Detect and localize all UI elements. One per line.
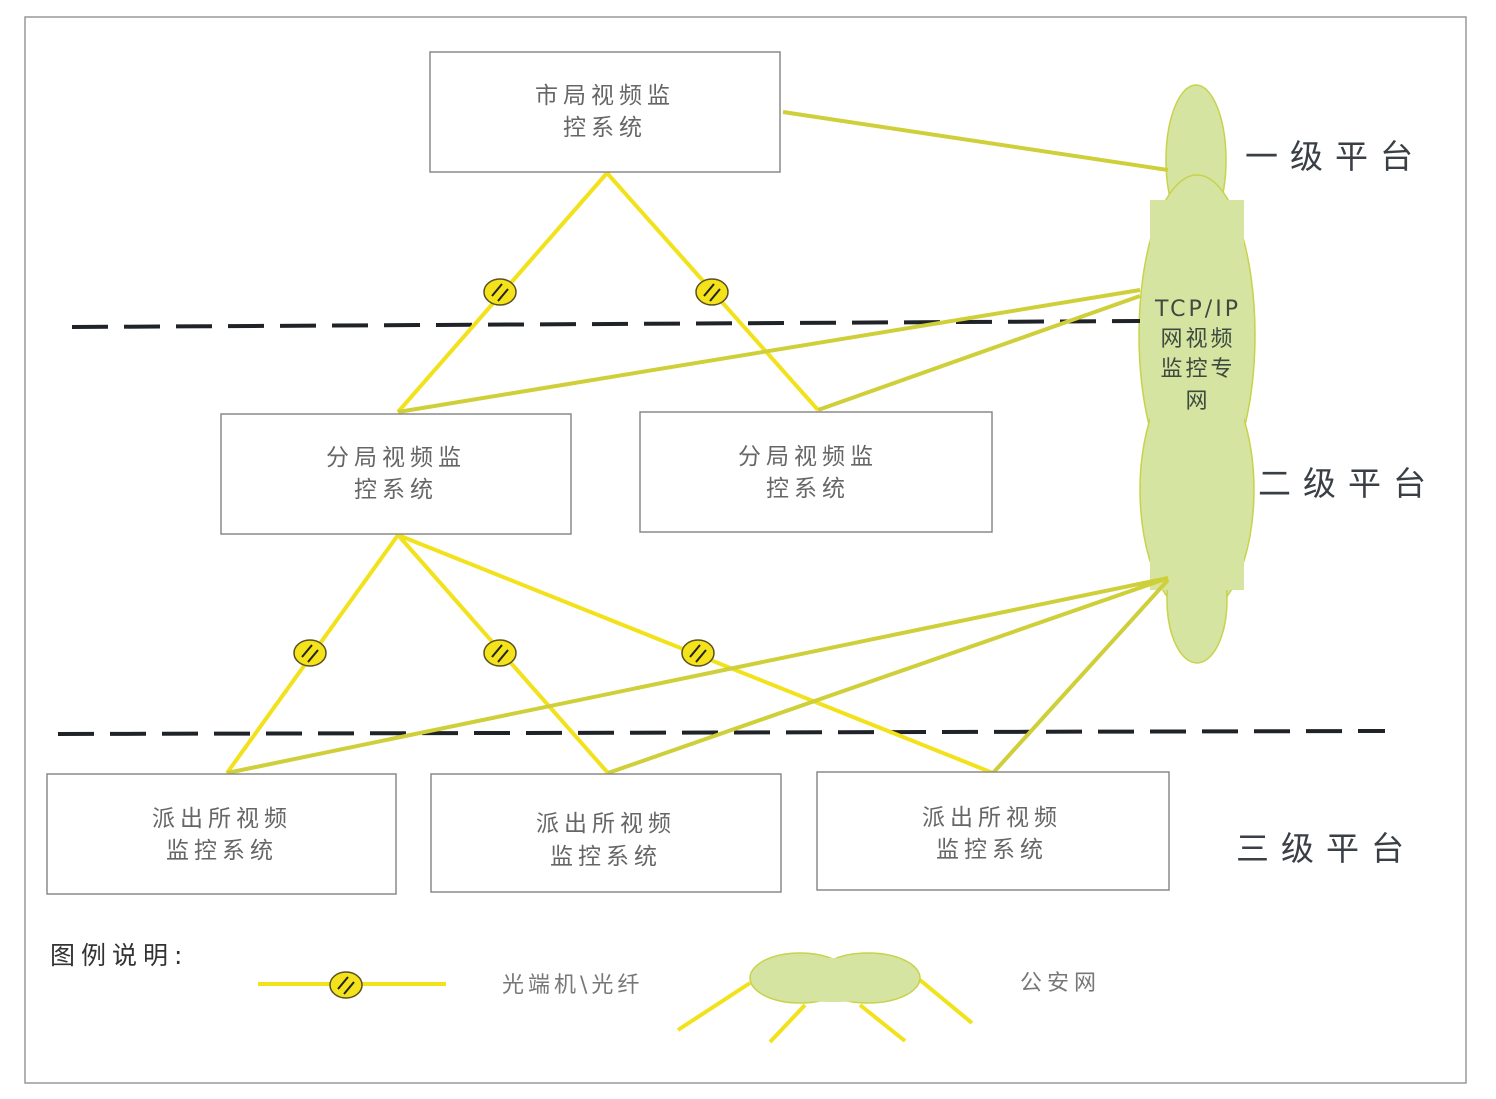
branch2-line1: 分局视频监 <box>738 444 878 470</box>
legend-cloud-icon <box>676 952 974 1044</box>
optical-transceiver-icon <box>293 639 327 667</box>
link-branch1-network <box>397 288 1141 414</box>
branch-system-box-1: 分局视频监 控系统 <box>220 413 572 535</box>
network-label-line2: 网视频 <box>1160 327 1235 352</box>
branch-system-box-2: 分局视频监 控系统 <box>639 411 993 533</box>
platform-level2-label: 二级平台 <box>1258 464 1438 503</box>
link-city-network <box>782 110 1169 172</box>
link-branch2-network <box>817 294 1141 412</box>
optical-transceiver-icon <box>483 639 517 667</box>
optical-transceiver-icon <box>695 278 729 306</box>
station2-line2: 监控系统 <box>550 844 662 870</box>
outer-frame <box>24 16 1467 1084</box>
link-station3-network <box>991 578 1170 775</box>
legend-network-label: 公安网 <box>1020 971 1101 996</box>
tcpip-network-cloud: TCP/IP 网视频 监控专 网 <box>1138 84 1256 664</box>
legend-fiber-label: 光端机\光纤 <box>502 973 643 998</box>
station-system-box-3: 派出所视频 监控系统 <box>816 771 1170 891</box>
legend: 图例说明: 光端机\光纤 公安网 <box>50 941 1101 1044</box>
legend-title: 图例说明: <box>50 941 188 970</box>
branch2-line2: 控系统 <box>766 476 850 502</box>
platform-level3-label: 三级平台 <box>1236 829 1416 868</box>
station1-line1: 派出所视频 <box>152 806 292 832</box>
tier-divider-2 <box>57 729 1386 736</box>
platform-level1-label: 一级平台 <box>1245 137 1425 176</box>
branch1-line2: 控系统 <box>354 477 438 503</box>
network-label-line1: TCP/IP <box>1154 297 1241 322</box>
link-station1-network <box>226 576 1169 775</box>
optical-transceiver-icon <box>483 278 517 306</box>
station-system-box-2: 派出所视频 监控系统 <box>430 773 782 893</box>
network-label-line4: 网 <box>1185 389 1210 414</box>
city-system-box: 市局视频监 控系统 <box>429 51 781 173</box>
city-line2: 控系统 <box>563 115 647 141</box>
station1-line2: 监控系统 <box>166 838 278 864</box>
legend-optical-transceiver-icon <box>329 971 363 999</box>
branch1-line1: 分局视频监 <box>326 445 466 471</box>
tier-divider-1 <box>71 319 1141 329</box>
station-system-box-1: 派出所视频 监控系统 <box>46 773 397 895</box>
station3-line1: 派出所视频 <box>922 805 1062 831</box>
network-label-line3: 监控专 <box>1160 357 1235 382</box>
station3-line2: 监控系统 <box>936 837 1048 863</box>
city-line1: 市局视频监 <box>535 83 675 109</box>
station2-line1: 派出所视频 <box>536 811 676 837</box>
link-station2-network <box>607 576 1169 775</box>
optical-transceiver-icon <box>681 639 715 667</box>
